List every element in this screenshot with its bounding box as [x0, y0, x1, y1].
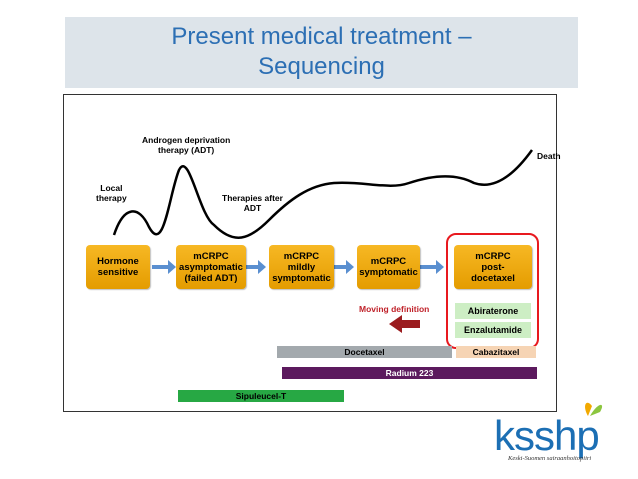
stage-mildly-symptomatic: mCRPC mildly symptomatic — [269, 245, 334, 289]
logo-wordmark: ksshp — [494, 412, 600, 459]
drug-enzalutamide: Enzalutamide — [455, 322, 531, 338]
label-local-therapy: Local therapy — [96, 183, 127, 203]
moving-definition-label: Moving definition — [359, 304, 430, 314]
logo-subtitle: Keski-Suomen sairaanhoitopiiri — [508, 455, 592, 462]
bar-radium-223: Radium 223 — [282, 367, 537, 379]
title-band — [65, 17, 578, 88]
stage-hormone-sensitive: Hormone sensitive — [86, 245, 150, 289]
label-death: Death — [537, 151, 561, 161]
stage-post-docetaxel: mCRPC post- docetaxel — [454, 245, 532, 289]
slide-title-line1: Present medical treatment – — [171, 23, 472, 50]
slide-title-line2: Sequencing — [258, 53, 385, 80]
bar-docetaxel: Docetaxel — [277, 346, 452, 358]
slide-title: Present medical treatment – Sequencing — [65, 22, 578, 82]
stage-arrow-2 — [242, 260, 266, 274]
stage-arrow-4 — [419, 260, 444, 274]
logo-butterfly-icon — [585, 402, 603, 416]
stage-asymptomatic: mCRPC asymptomatic (failed ADT) — [176, 245, 246, 289]
stage-arrows — [152, 260, 444, 274]
label-adt: Androgen deprivation therapy (ADT) — [142, 135, 231, 155]
stage-arrow-1 — [152, 260, 176, 274]
disease-curve — [112, 149, 534, 333]
disease-progression-line — [112, 149, 534, 239]
drug-abiraterone: Abiraterone — [455, 303, 531, 319]
moving-definition-arrow — [389, 315, 420, 333]
label-therapies-after-adt: Therapies after ADT — [222, 193, 283, 213]
bar-sipuleucel-t: Sipuleucel-T — [178, 390, 344, 402]
bar-cabazitaxel: Cabazitaxel — [456, 346, 536, 358]
stage-symptomatic: mCRPC symptomatic — [357, 245, 420, 289]
stage-arrow-3 — [329, 260, 354, 274]
sequencing-diagram: Local therapy Androgen deprivation thera… — [63, 94, 561, 412]
